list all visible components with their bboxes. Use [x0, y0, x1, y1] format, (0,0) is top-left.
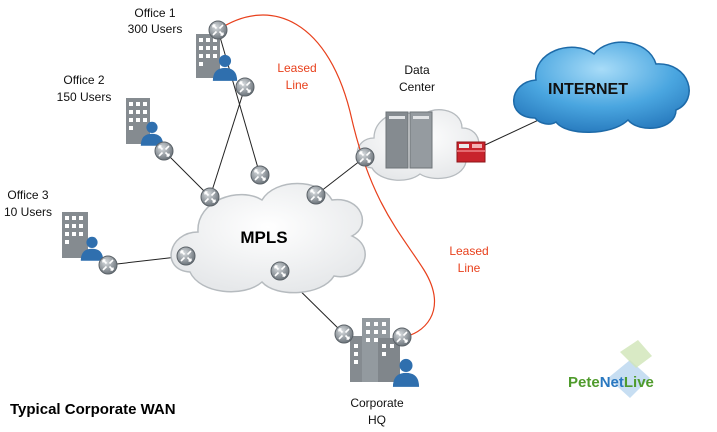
office3-users: 10 Users — [4, 205, 52, 219]
office1-building-icon — [196, 34, 220, 78]
office3-name: Office 3 — [7, 188, 48, 202]
hq-router-icon[interactable] — [392, 327, 412, 347]
hq-building-icon — [350, 318, 400, 382]
leased-line-label-top-1: Leased — [277, 61, 316, 75]
firewall-icon — [456, 141, 486, 163]
office2-name: Office 2 — [63, 73, 104, 87]
mpls-router-icon[interactable] — [176, 246, 196, 266]
internet-cloud — [513, 41, 690, 133]
brand-part2: Net — [600, 374, 624, 391]
mpls-cloud — [170, 182, 366, 294]
office2-router-icon[interactable] — [154, 141, 174, 161]
office1-router-icon[interactable] — [235, 77, 255, 97]
office2-users: 150 Users — [57, 90, 112, 104]
internet-label: INTERNET — [548, 81, 628, 98]
hq-label-line1: Corporate — [350, 396, 404, 410]
mpls-router-icon[interactable] — [200, 187, 220, 207]
office1-name: Office 1 — [134, 6, 175, 20]
mpls-router-icon[interactable] — [306, 185, 326, 205]
leased-line-label-bottom-1: Leased — [449, 244, 488, 258]
datacenter-router-icon[interactable] — [355, 147, 375, 167]
leased-line-office1-hq — [217, 14, 436, 338]
brand-part3: Live — [624, 374, 654, 391]
office3-router-icon[interactable] — [98, 255, 118, 275]
leased-line-label-top-2: Line — [286, 78, 309, 92]
mpls-router-icon[interactable] — [270, 261, 290, 281]
datacenter-label-line2: Center — [399, 80, 435, 94]
leased-line-label-bottom-2: Line — [458, 261, 481, 275]
mpls-router-icon[interactable] — [250, 165, 270, 185]
hq-router-icon[interactable] — [334, 324, 354, 344]
office1-users: 300 Users — [128, 22, 183, 36]
petenetlive-logo: PeteNetLive — [568, 340, 654, 398]
network-links — [107, 29, 561, 335]
server-rack-icon — [385, 111, 433, 169]
svg-text:PeteNetLive: PeteNetLive — [568, 374, 654, 391]
datacenter-label-line1: Data — [404, 63, 430, 77]
diagram-title: Typical Corporate WAN — [10, 401, 176, 418]
leased-lines — [217, 14, 436, 338]
office1-router-icon[interactable] — [208, 20, 228, 40]
brand-part1: Pete — [568, 374, 600, 391]
hq-label-line2: HQ — [368, 413, 386, 427]
office3-building-icon — [62, 212, 88, 258]
mpls-label: MPLS — [240, 228, 287, 247]
